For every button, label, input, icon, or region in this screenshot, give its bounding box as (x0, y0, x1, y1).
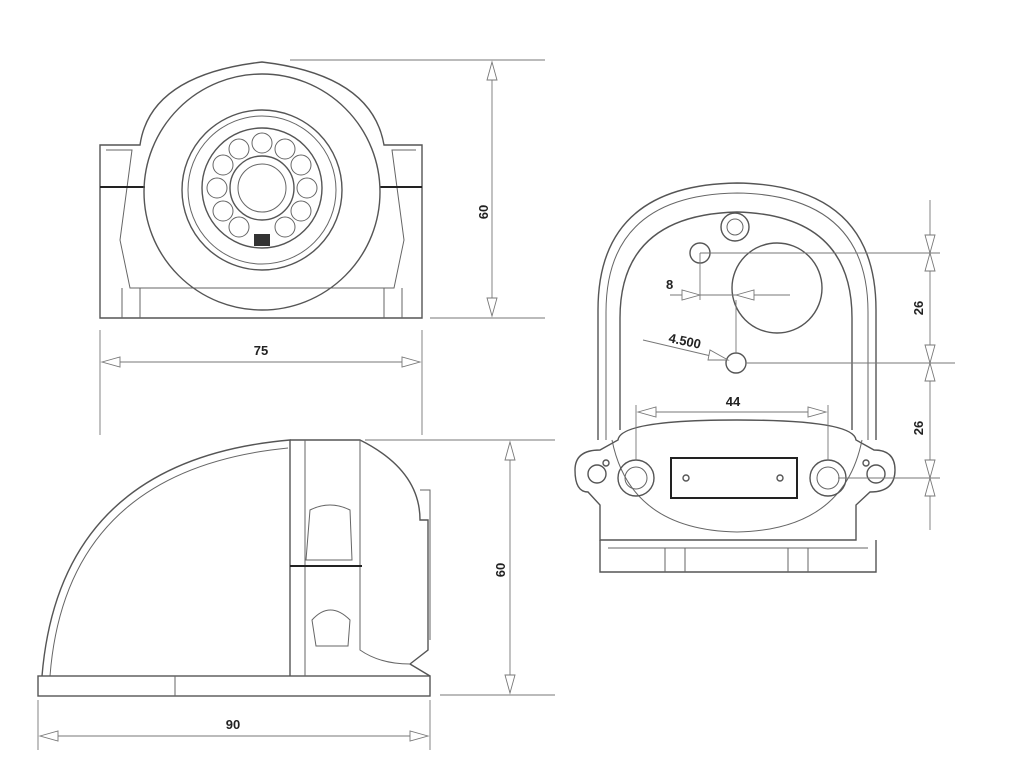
hole-spacing-label: 44 (726, 394, 741, 409)
side-length-label: 90 (226, 717, 240, 732)
front-view-dimensions: 60 75 (99, 59, 545, 435)
hole-diameter-label: 4.500 (667, 330, 702, 351)
back-view-dimensions: 26 26 8 4.500 44 (635, 200, 955, 530)
lower-spacing-label: 26 (911, 421, 926, 435)
front-view (99, 61, 423, 319)
back-view (574, 182, 896, 573)
offset-label: 8 (666, 277, 673, 292)
upper-spacing-label: 26 (911, 301, 926, 315)
side-view-dimensions: 60 90 (37, 439, 555, 750)
side-view (37, 439, 431, 697)
side-height-label: 60 (493, 563, 508, 577)
front-height-label: 60 (476, 205, 491, 219)
front-width-label: 75 (254, 343, 268, 358)
